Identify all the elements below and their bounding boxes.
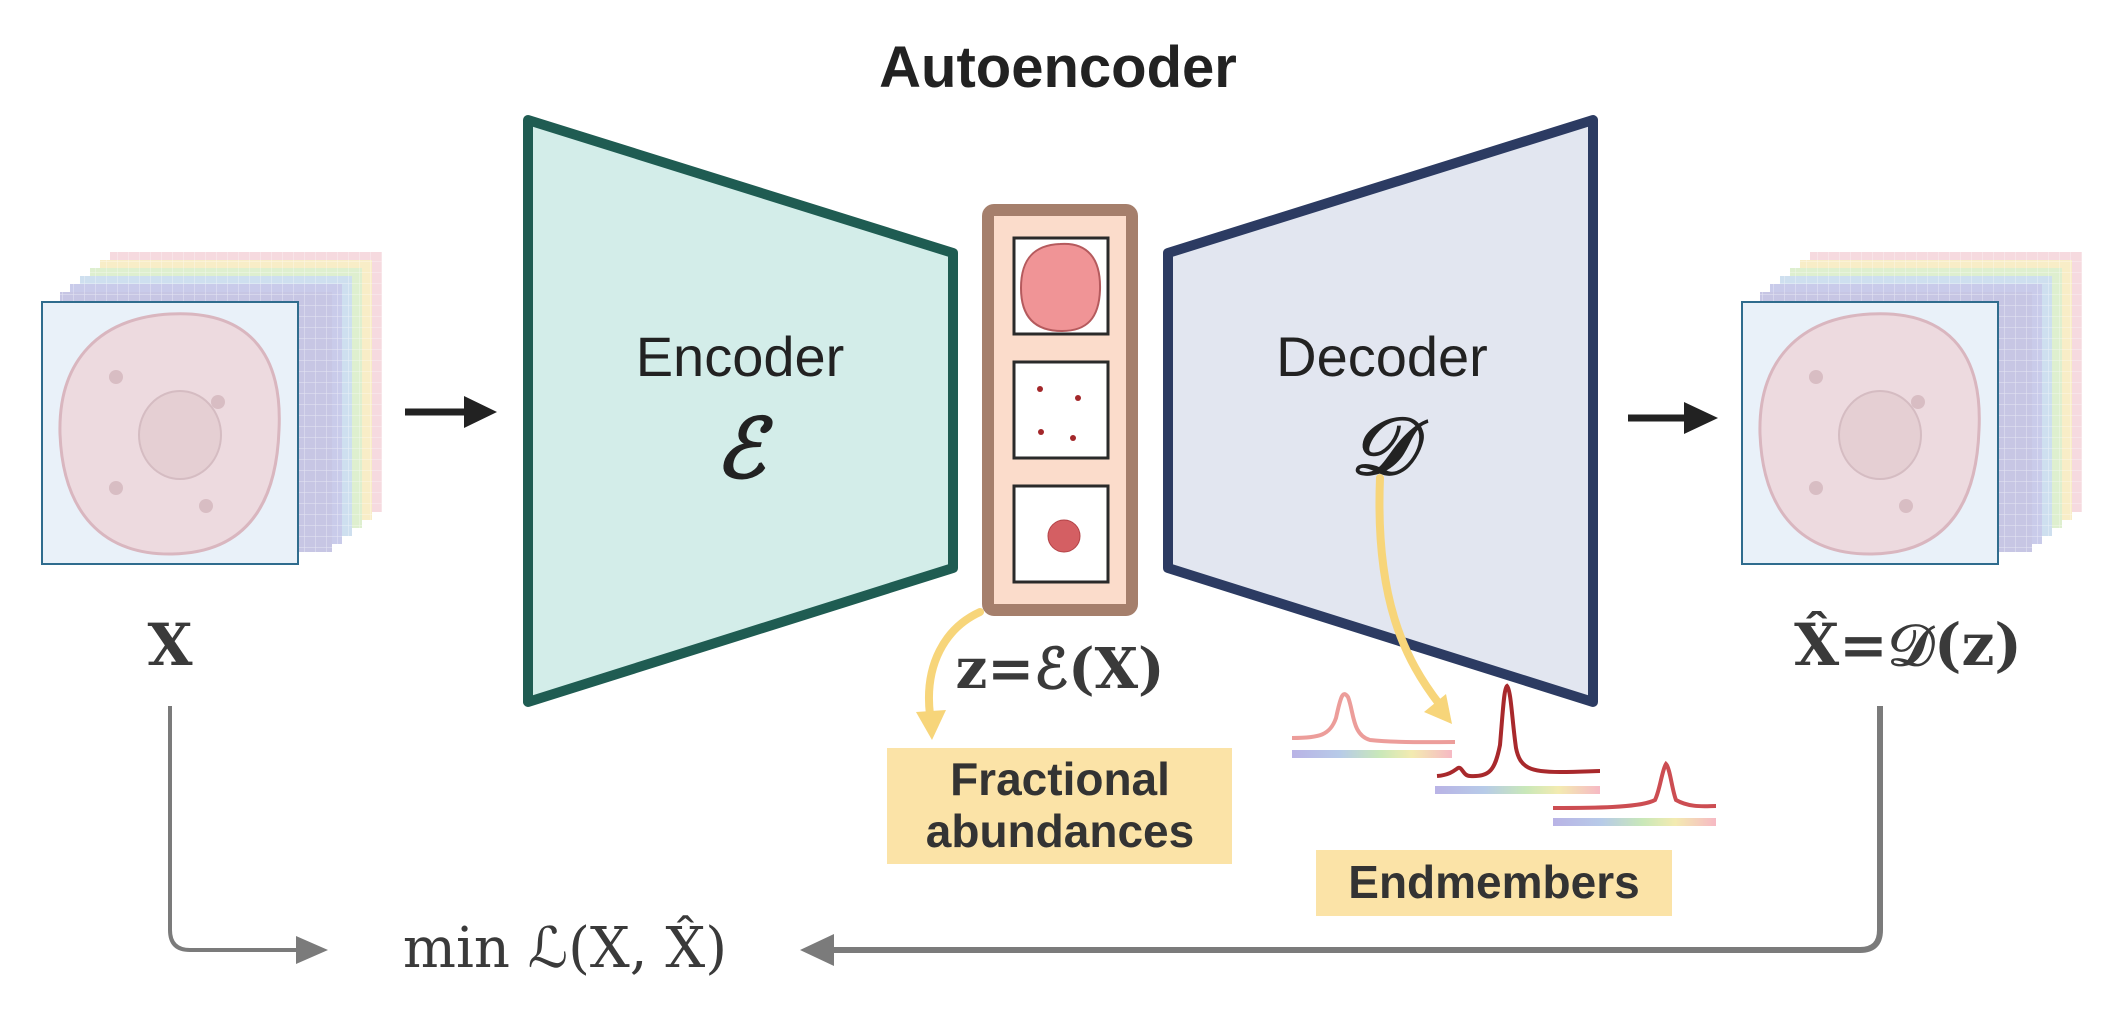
encoder-label: Encoder xyxy=(636,325,845,388)
loss-label: min ℒ(X, X̂) xyxy=(403,914,727,981)
input-hyperspectral-cube xyxy=(41,252,382,565)
arrow-input-to-encoder xyxy=(405,396,497,428)
decoder-label: Decoder xyxy=(1276,325,1488,388)
fractional-abundances-line2: abundances xyxy=(926,805,1194,857)
endmember-spectrum-3 xyxy=(1552,760,1717,826)
loss-arrow-right xyxy=(800,706,1883,966)
curved-arrow-endmembers xyxy=(1375,474,1452,724)
curved-arrow-abundances xyxy=(916,608,984,740)
diagram-title: Autoencoder xyxy=(879,35,1237,100)
fractional-abundances-callout xyxy=(887,748,1232,864)
encoder-symbol: ℰ xyxy=(715,401,774,497)
latent-space xyxy=(982,204,1138,616)
latent-map-2 xyxy=(1012,360,1110,460)
output-hyperspectral-cube xyxy=(1741,252,2082,565)
decoder-block xyxy=(1163,115,1598,707)
endmember-spectrum-2 xyxy=(1435,683,1601,794)
latent-map-3 xyxy=(1012,484,1110,584)
reconstructed-cell-image xyxy=(1758,312,1981,556)
endmembers-callout xyxy=(1316,850,1672,916)
loss-arrow-left xyxy=(168,706,328,964)
endmembers-label: Endmembers xyxy=(1348,856,1639,908)
encoder-block xyxy=(523,115,958,707)
latent-label: z=ℰ(X) xyxy=(955,636,1164,702)
input-label: X xyxy=(147,611,192,679)
output-label: X̂=𝒟(z) xyxy=(1794,610,2022,679)
latent-map-1 xyxy=(1012,236,1110,336)
cell-image xyxy=(58,312,281,556)
arrow-decoder-to-output xyxy=(1628,402,1718,434)
fractional-abundances-line1: Fractional xyxy=(950,753,1170,805)
endmember-spectrum-1 xyxy=(1291,692,1456,758)
